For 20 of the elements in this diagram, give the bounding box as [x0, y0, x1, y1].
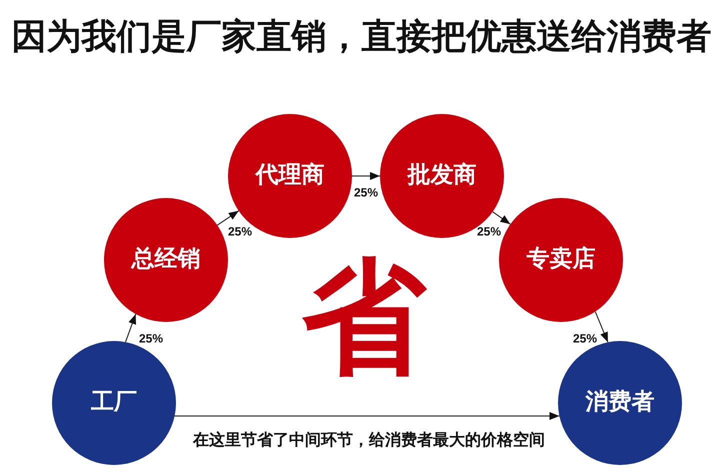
edge-label: 25%: [476, 225, 502, 239]
large-character: 省: [302, 256, 426, 380]
stage-label: 总经销: [132, 246, 200, 274]
stage-label: 消费者: [586, 389, 654, 417]
arrow: [594, 311, 608, 343]
edge-label: 25%: [572, 332, 598, 346]
edge-label: 25%: [354, 186, 378, 200]
stage-label: 批发商: [408, 162, 476, 190]
stage-label: 专卖店: [526, 246, 596, 274]
arrow: [216, 210, 240, 226]
title: 因为我们是厂家直销，直接把优惠送给消费者: [12, 16, 712, 59]
stage-label: 工厂: [91, 389, 137, 417]
stage-label: 代理商: [256, 162, 324, 190]
arrow: [125, 314, 136, 343]
arrow: [352, 172, 380, 180]
arrow: [174, 412, 560, 420]
edge-label: 25%: [138, 332, 164, 346]
edge-label: 在这里节省了中间环节，给消费者最大的价格空间: [193, 432, 545, 450]
arrow: [492, 211, 511, 225]
edge-label: 25%: [228, 225, 252, 239]
